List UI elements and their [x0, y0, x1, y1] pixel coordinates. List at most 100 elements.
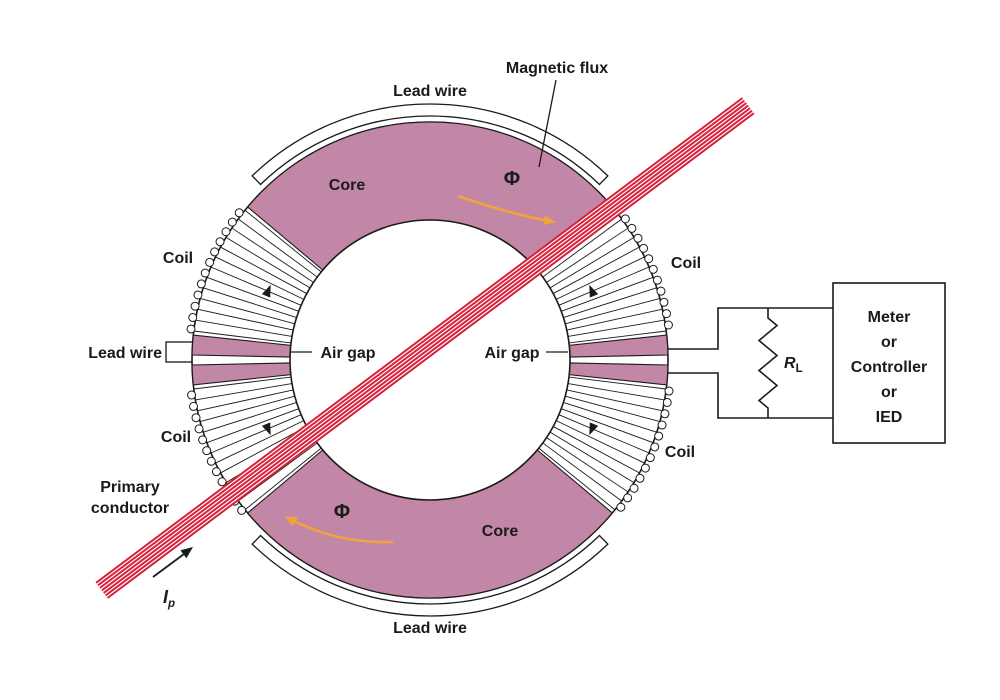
- primary-current-arrowhead: [180, 547, 193, 559]
- coil-loop: [627, 223, 637, 233]
- coil-loop: [190, 301, 200, 311]
- coil-loop: [661, 309, 671, 319]
- coil-loop: [616, 502, 626, 512]
- coil-hatch-line: [220, 426, 307, 474]
- coil-hatch-line: [566, 389, 663, 412]
- magnetic-flux-label: Magnetic flux: [506, 60, 608, 77]
- flux-arrowhead-bottom: [284, 516, 298, 527]
- coil-loop: [206, 456, 216, 466]
- coil-loop: [221, 227, 231, 237]
- conductor-stripe: [103, 107, 751, 594]
- coil-loop: [652, 275, 662, 285]
- coil-hatch-line: [542, 218, 622, 278]
- primary-conductor-band: [95, 97, 755, 599]
- coil-loop: [196, 279, 206, 289]
- current-symbol-main: I: [163, 587, 169, 607]
- coil-loop: [217, 477, 227, 487]
- primary-current-label: Ip: [163, 587, 175, 610]
- coil-loop: [648, 264, 658, 274]
- coil-loop: [635, 473, 645, 483]
- lead-wire-brackets: [251, 103, 609, 617]
- coil-hatch-line: [195, 319, 293, 337]
- load-resistor-symbol: [757, 308, 779, 418]
- coil-hatch-line: [195, 383, 293, 401]
- coil-loop: [662, 397, 672, 407]
- device-box-line-1: Meter: [868, 309, 911, 326]
- conductor-stripe: [101, 104, 749, 592]
- lead-wire-bottom-label: Lead wire: [393, 620, 467, 637]
- coil-loop: [205, 257, 215, 267]
- coil-hatch-line: [197, 389, 294, 412]
- coil-hatch-line: [199, 297, 295, 325]
- conductor-stripe: [95, 97, 744, 584]
- coil-lower-left-label: Coil: [161, 429, 191, 446]
- coil-hatch-line: [555, 420, 645, 464]
- coil-direction-arrow: [589, 422, 599, 436]
- lead-wire-left-label: Lead wire: [88, 345, 162, 362]
- coil-loop: [644, 254, 654, 264]
- coil-direction-arrow: [589, 284, 599, 298]
- conductor-stripe: [99, 102, 747, 589]
- coil-hatch-line: [231, 227, 314, 283]
- coil-upper-left-label: Coil: [163, 250, 193, 267]
- coil-loop: [200, 268, 210, 278]
- coil-loop: [659, 297, 669, 307]
- coil-hatch-line: [568, 376, 667, 390]
- coil-hatch-line: [546, 227, 629, 283]
- coil-hatch-line: [566, 308, 663, 331]
- coil-hatch-line: [538, 447, 616, 511]
- coil-hatch-line: [558, 414, 650, 454]
- coil-loop: [633, 233, 643, 243]
- primary-conductor-label-line2: conductor: [91, 500, 169, 517]
- coil-hatch-line: [203, 287, 297, 318]
- coil-loop: [629, 483, 639, 493]
- coil-hatch-line: [555, 256, 645, 300]
- device-box-line-5: IED: [876, 409, 903, 426]
- coil-loop: [640, 463, 650, 473]
- coil-loop: [215, 237, 225, 247]
- coil-loop: [623, 493, 633, 503]
- coil-hatch-line: [210, 414, 302, 454]
- lead-wire-top-label: Lead wire: [393, 83, 467, 100]
- coil-loop: [664, 386, 674, 396]
- coil-loop: [188, 313, 198, 323]
- coil-hatch-line: [553, 426, 640, 474]
- coil-hatch-line: [565, 395, 661, 423]
- current-symbol-sub: p: [167, 598, 175, 610]
- coil-hatch-line: [193, 330, 292, 344]
- coil-loop: [663, 320, 673, 330]
- coil-direction-arrow: [261, 284, 271, 298]
- coil-loop: [202, 446, 212, 456]
- coil-hatch-line: [561, 408, 654, 444]
- flux-symbol-bottom: Φ: [334, 501, 350, 523]
- coil-loop: [189, 401, 199, 411]
- coil-hatch-line: [553, 246, 640, 294]
- coil-loop: [198, 435, 208, 445]
- coil-hatch-line: [563, 287, 657, 318]
- conductor-group: [95, 97, 755, 599]
- coil-hatch-line: [193, 376, 292, 390]
- coil-loop: [194, 424, 204, 434]
- coil-hatch-line: [244, 447, 322, 511]
- coil-hatch-line: [225, 237, 311, 289]
- coil-loop: [620, 214, 630, 224]
- flux-symbol-top: Φ: [504, 168, 520, 190]
- coil-hatch-line: [210, 266, 302, 306]
- coil-hatch-line: [567, 319, 665, 337]
- coil-hatch-line: [203, 402, 297, 433]
- coil-loop: [654, 431, 664, 441]
- coil-hatch-line: [206, 408, 299, 444]
- coil-loop: [645, 453, 655, 463]
- coil-hatch-line: [558, 266, 650, 306]
- coil-hatch-line: [561, 276, 654, 312]
- secondary-wires: [663, 307, 833, 419]
- coil-loop: [660, 409, 670, 419]
- coil-hatch-line: [215, 256, 305, 300]
- lead-wire-bracket-top: [251, 103, 609, 186]
- coil-hatch-line: [565, 297, 661, 325]
- coil-loop: [211, 467, 221, 477]
- coil-hatch-line: [199, 395, 295, 423]
- coil-loop: [237, 505, 247, 515]
- conductor-stripe: [105, 109, 753, 597]
